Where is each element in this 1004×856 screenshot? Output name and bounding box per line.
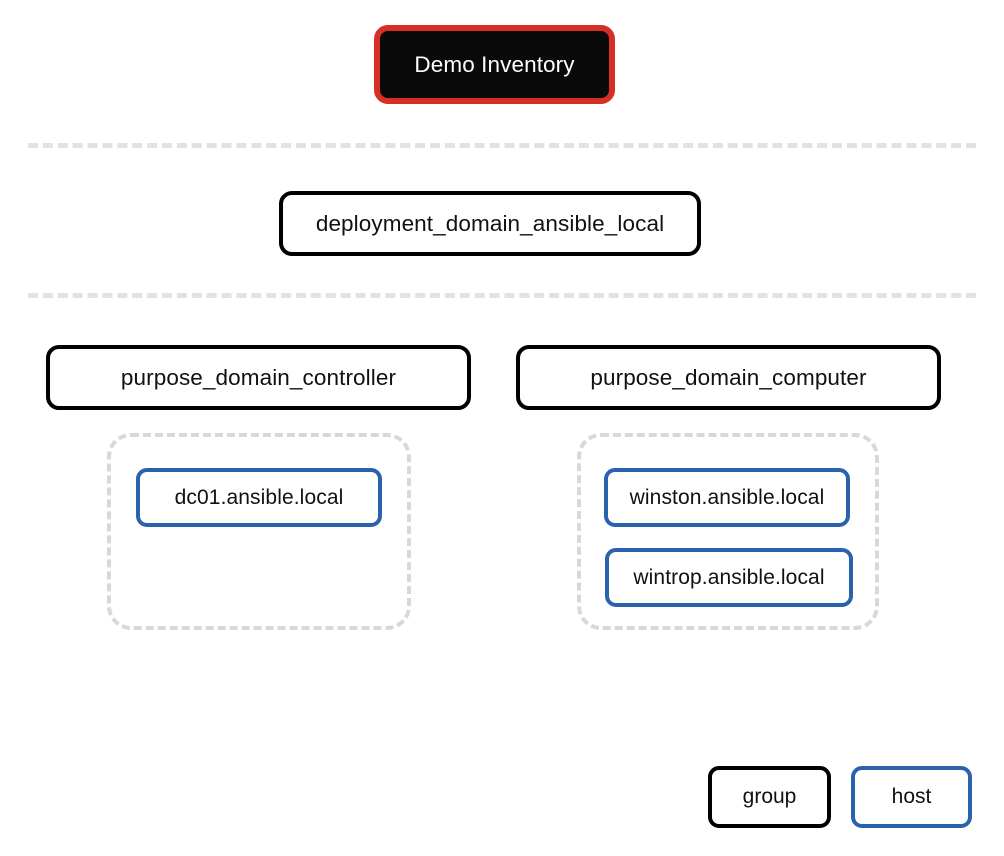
- level-divider-2: [28, 293, 976, 298]
- inventory-root-node[interactable]: Demo Inventory: [374, 25, 615, 104]
- host-node-winston[interactable]: winston.ansible.local: [604, 468, 850, 527]
- group-node-purpose-domain-computer[interactable]: purpose_domain_computer: [516, 345, 941, 410]
- level-divider-1: [28, 143, 976, 148]
- legend-item-group: group: [708, 766, 831, 828]
- group-node-purpose-domain-controller[interactable]: purpose_domain_controller: [46, 345, 471, 410]
- legend-item-host: host: [851, 766, 972, 828]
- host-node-wintrop[interactable]: wintrop.ansible.local: [605, 548, 853, 607]
- legend: group host: [708, 766, 972, 828]
- host-container-purpose-domain-computer: [577, 433, 879, 630]
- host-node-dc01[interactable]: dc01.ansible.local: [136, 468, 382, 527]
- group-node-deployment-domain-ansible-local[interactable]: deployment_domain_ansible_local: [279, 191, 701, 256]
- host-container-purpose-domain-controller: [107, 433, 411, 630]
